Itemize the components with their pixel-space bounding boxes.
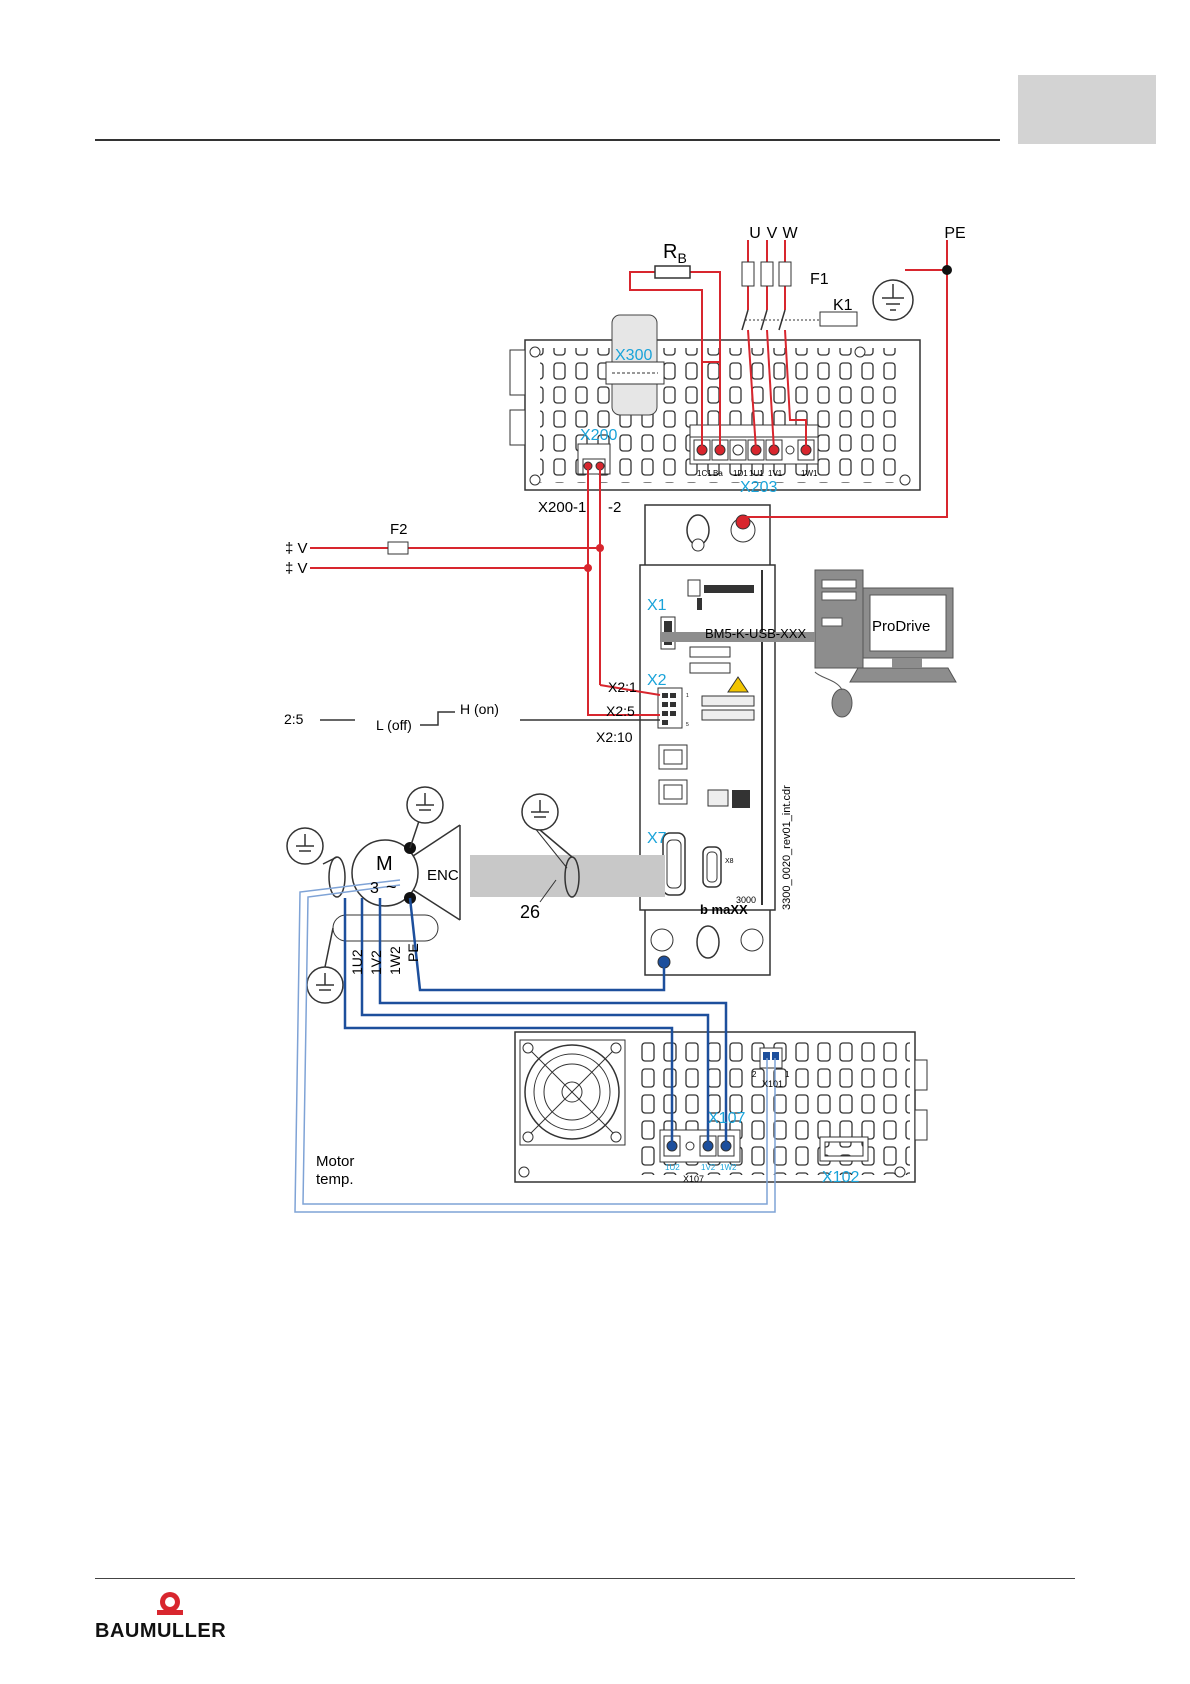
x107-terminal-1u2: 1U2 bbox=[665, 1163, 680, 1172]
supply-junction-plus bbox=[596, 544, 604, 552]
baumuller-logo-icon bbox=[95, 1590, 245, 1624]
enable-source-label: 2:5 bbox=[284, 711, 304, 727]
contactor-k1-label: K1 bbox=[833, 297, 853, 314]
x200-label: X200 bbox=[580, 427, 617, 444]
device-brand: b maXX bbox=[700, 902, 748, 917]
x101-pin-2: 2 bbox=[752, 1070, 757, 1079]
motor-lead-1u2: 1U2 bbox=[349, 949, 365, 975]
x102-label: X102 bbox=[822, 1169, 859, 1186]
x107-bottom-label: X107 bbox=[683, 1174, 704, 1184]
x200-1-label: X200-1 bbox=[538, 499, 586, 516]
pe-junction bbox=[942, 265, 952, 275]
power-module-bottom bbox=[515, 1032, 927, 1182]
enable-low-label: L (off) bbox=[376, 717, 412, 733]
x8-port[interactable] bbox=[703, 847, 721, 887]
usb-cable-label: BM5-K-USB-XXX bbox=[705, 626, 806, 641]
x102-connector[interactable] bbox=[820, 1137, 868, 1161]
x3-ethernet-port[interactable] bbox=[659, 745, 687, 769]
motor-phase-label: 3 bbox=[370, 880, 379, 897]
x203-terminal-1d1: 1D1 bbox=[733, 469, 748, 478]
x203-terminal-1u1: 1U1 bbox=[749, 469, 764, 478]
x107-terminal-1v2: 1V2 bbox=[701, 1163, 716, 1172]
supply-junction-minus bbox=[584, 564, 592, 572]
x2-pin-top: 1 bbox=[686, 693, 689, 699]
x203-terminal-1v1: 1V1 bbox=[768, 469, 783, 478]
pe-label: PE bbox=[944, 225, 965, 242]
pc-icon bbox=[815, 570, 956, 717]
mains-v-label: V bbox=[767, 225, 778, 242]
x200-2-label: -2 bbox=[608, 499, 621, 516]
footer-rule bbox=[95, 1578, 1075, 1579]
x203-label: X203 bbox=[740, 479, 777, 496]
x2-pin-bottom: 5 bbox=[686, 722, 689, 728]
motor-lead-1v2: 1V2 bbox=[368, 950, 384, 975]
fuse-f2-label: F2 bbox=[390, 521, 408, 538]
mains-w-label: W bbox=[782, 225, 798, 242]
motor-temp-label-2: temp. bbox=[316, 1171, 354, 1188]
x2-10-label: X2:10 bbox=[596, 729, 633, 745]
resistor-label: RB bbox=[663, 241, 687, 266]
motor-lead-pe: PE bbox=[405, 943, 421, 962]
motor-ac-label: ~ bbox=[386, 877, 397, 897]
enable-high-label: H (on) bbox=[460, 701, 499, 717]
baumuller-logo: BAUMULLER bbox=[95, 1590, 245, 1650]
x8-label: X8 bbox=[725, 858, 734, 865]
x2-1-label: X2:1 bbox=[608, 679, 637, 695]
x101-pin-1: 1 bbox=[785, 1070, 790, 1079]
motor-temp-label-1: Motor bbox=[316, 1153, 354, 1170]
fuse-f1-label: F1 bbox=[810, 271, 829, 288]
x2-5-label: X2:5 bbox=[606, 703, 635, 719]
fuse-f1 bbox=[742, 262, 791, 286]
motor-lead-1w2: 1W2 bbox=[387, 946, 403, 975]
cable-26-label: 26 bbox=[520, 902, 540, 922]
x2-label: X2 bbox=[647, 672, 667, 689]
x300-label: X300 bbox=[615, 347, 652, 364]
power-module-top bbox=[510, 315, 920, 490]
motor-m-label: M bbox=[376, 853, 393, 875]
x1-label: X1 bbox=[647, 597, 667, 614]
x203-terminal-1c1: 1C1 bbox=[697, 469, 712, 478]
supply-plus-label: ‡ V bbox=[285, 540, 308, 557]
x101-label: X101 bbox=[762, 1079, 783, 1089]
x107-terminal-1w2: 1W2 bbox=[720, 1163, 737, 1172]
x203-terminal-ba: Ba bbox=[713, 469, 723, 478]
fuse-f2 bbox=[388, 542, 408, 554]
x7-label: X7 bbox=[647, 830, 667, 847]
encoder-label: ENC bbox=[427, 867, 459, 884]
x200-connector[interactable] bbox=[578, 444, 610, 474]
mains-u-label: U bbox=[749, 225, 761, 242]
x300-connector[interactable] bbox=[606, 315, 664, 415]
earth-icon bbox=[873, 280, 913, 320]
supply-minus-label: ‡ V bbox=[285, 560, 308, 577]
x107-label: X107 bbox=[708, 1110, 745, 1127]
brand-name: BAUMULLER bbox=[95, 1620, 226, 1643]
x101-connector[interactable] bbox=[760, 1048, 782, 1068]
fan-icon bbox=[520, 1040, 625, 1145]
prodrive-label: ProDrive bbox=[872, 618, 930, 635]
x4-ethernet-port[interactable] bbox=[659, 780, 687, 804]
x2-connector[interactable] bbox=[658, 688, 682, 728]
x203-terminal-1w1: 1W1 bbox=[801, 469, 818, 478]
drawing-reference: 3300_0020_rev01_int.cdr bbox=[781, 785, 793, 910]
